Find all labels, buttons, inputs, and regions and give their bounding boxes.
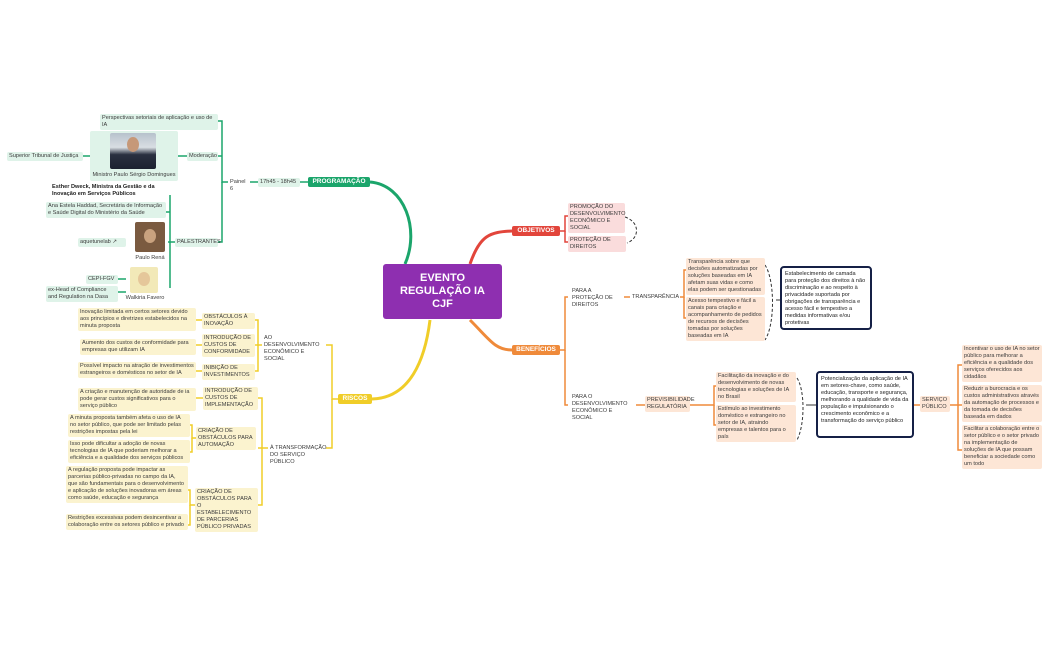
inibicao-investimentos[interactable]: INIBIÇÃO DE INVESTIMENTOS xyxy=(202,364,255,380)
external-link-icon: ↗ xyxy=(112,239,118,245)
branch-programacao[interactable]: PROGRAMAÇÃO xyxy=(308,177,370,187)
parcerias-item-2[interactable]: Restrições excessivas podem desincentiva… xyxy=(66,514,188,530)
link-aquetunelab[interactable]: aquetunelab ↗ xyxy=(78,238,126,247)
previsibilidade-node[interactable]: PREVISIBILIDADE REGULATÓRIA xyxy=(645,396,695,412)
custos-implementacao-text[interactable]: A criação e manutenção de autoridade de … xyxy=(78,388,196,411)
objetivo-protecao[interactable]: PROTEÇÃO DE DIREITOS xyxy=(568,236,626,252)
objetivos-link xyxy=(624,216,637,244)
custos-conformidade[interactable]: INTRODUÇÃO DE CUSTOS DE CONFORMIDADE xyxy=(202,334,255,357)
beneficio-desenvolvimento[interactable]: PARA O DESENVOLVIMENTO ECONÔMICO E SOCIA… xyxy=(572,394,628,421)
walkiria-caption: Walkiria Favero xyxy=(125,295,165,301)
transparencia-summary-box[interactable]: Estabelecimento de camada para proteção … xyxy=(780,266,872,330)
edge-objetivos xyxy=(468,229,513,265)
moderator-face xyxy=(127,137,139,152)
transparencia-node[interactable]: TRANSPARÊNCIA xyxy=(632,294,680,300)
edge-riscos xyxy=(371,319,432,401)
risco-ao-desenvolvimento[interactable]: AO DESENVOLVIMENTO ECONÔMICO E SOCIAL xyxy=(264,335,320,362)
edge-programacao xyxy=(369,180,413,265)
transparencia-item-2[interactable]: Acesso tempestivo e fácil a canais para … xyxy=(686,297,765,341)
risco-transformacao[interactable]: À TRANSFORMAÇÃO DO SERVIÇO PÚBLICO xyxy=(270,445,327,465)
custos-implementacao[interactable]: INTRODUÇÃO DE CUSTOS DE IMPLEMENTAÇÃO xyxy=(203,387,258,410)
moderacao-node[interactable]: Moderação xyxy=(187,152,218,161)
automacao-item-2[interactable]: Isso pode dificultar a adoção de novas t… xyxy=(68,440,190,463)
branch-beneficios[interactable]: BENEFÍCIOS xyxy=(512,345,560,355)
cepi-node[interactable]: CEPI-FGV xyxy=(86,275,118,284)
obstaculos-inovacao[interactable]: OBSTÁCULOS À INOVAÇÃO xyxy=(202,313,255,329)
transparencia-item-1[interactable]: Transparência sobre que decisões automat… xyxy=(686,258,765,295)
servico-publico-node[interactable]: SERVIÇO PÚBLICO xyxy=(920,396,950,412)
stj-node[interactable]: Superior Tribunal de Justiça xyxy=(7,152,83,161)
palestrantes-node[interactable]: PALESTRANTES xyxy=(175,238,221,247)
beneficio-protecao[interactable]: PARA A PROTEÇÃO DE DIREITOS xyxy=(572,288,613,308)
obstaculos-inovacao-text[interactable]: Inovação limitada em certos setores devi… xyxy=(78,308,196,331)
previsibilidade-summary-box[interactable]: Potencialização da aplicação de IA em se… xyxy=(816,371,914,438)
branch-beneficios-label: BENEFÍCIOS xyxy=(516,346,556,353)
inibicao-investimentos-text[interactable]: Possível impacto na atração de investime… xyxy=(78,362,196,378)
obstaculos-automacao[interactable]: CRIAÇÃO DE OBSTÁCULOS PARA AUTOMAÇÃO xyxy=(196,427,256,450)
objetivo-promocao[interactable]: PROMOÇÃO DO DESENVOLVIMENTO ECONÔMICO E … xyxy=(568,203,626,233)
moderator-caption: Ministro Paulo Sérgio Domingues xyxy=(92,172,176,178)
parcerias-item-1[interactable]: A regulação proposta pode impactar as pa… xyxy=(66,466,188,503)
custos-conformidade-text[interactable]: Aumento dos custos de conformidade para … xyxy=(80,339,196,355)
branch-objetivos[interactable]: OBJETIVOS xyxy=(512,226,560,236)
paulo-rena-caption: Paulo Rená xyxy=(135,255,165,261)
branch-riscos-label: RISCOS xyxy=(342,395,368,402)
moderator-photo xyxy=(110,133,156,169)
branch-objetivos-label: OBJETIVOS xyxy=(517,227,555,234)
servico-item-2[interactable]: Reduzir a burocracia e os custos adminis… xyxy=(962,385,1042,422)
previsibilidade-item-1[interactable]: Facilitação da inovação e do desenvolvim… xyxy=(716,372,796,402)
speaker-walkiria-card[interactable]: Walkiria Favero xyxy=(122,266,168,304)
time-node[interactable]: 17h45 - 18h45 xyxy=(258,178,300,187)
moderator-card[interactable]: Ministro Paulo Sérgio Domingues xyxy=(90,131,178,181)
central-topic-label: EVENTO REGULAÇÃO IA CJF xyxy=(400,272,485,310)
walkiria-face xyxy=(138,272,150,286)
speaker-ana[interactable]: Ana Estela Haddad, Secretária de Informa… xyxy=(46,202,166,218)
branch-riscos[interactable]: RISCOS xyxy=(338,394,372,404)
perspectivas-node[interactable]: Perspectivas setoriais de aplicação e us… xyxy=(100,114,218,130)
automacao-item-1[interactable]: A minuta proposta também afeta o uso de … xyxy=(68,414,190,437)
link-aquetunelab-label: aquetunelab xyxy=(80,239,111,245)
edge-beneficios xyxy=(468,318,513,352)
branch-programacao-label: PROGRAMAÇÃO xyxy=(312,178,366,185)
paulo-rena-photo xyxy=(135,222,165,252)
painel-node[interactable]: Painel 6 xyxy=(230,179,246,192)
speaker-esther[interactable]: Esther Dweck, Ministra da Gestão e da In… xyxy=(52,184,155,197)
servico-item-3[interactable]: Facilitar a colaboração entre o setor pú… xyxy=(962,425,1042,469)
servico-item-1[interactable]: Incentivar o uso de IA no setor público … xyxy=(962,345,1042,382)
speaker-paulo-card[interactable]: Paulo Rená xyxy=(132,221,168,265)
exhead-node[interactable]: ex-Head of Compliance and Regulation na … xyxy=(46,286,118,302)
obstaculos-parcerias[interactable]: CRIAÇÃO DE OBSTÁCULOS PARA O ESTABELECIM… xyxy=(195,488,258,532)
previsibilidade-item-2[interactable]: Estímulo ao investimento doméstico e est… xyxy=(716,405,796,442)
paulo-rena-face xyxy=(144,229,156,243)
walkiria-photo xyxy=(130,267,158,293)
central-topic[interactable]: EVENTO REGULAÇÃO IA CJF xyxy=(383,264,502,319)
